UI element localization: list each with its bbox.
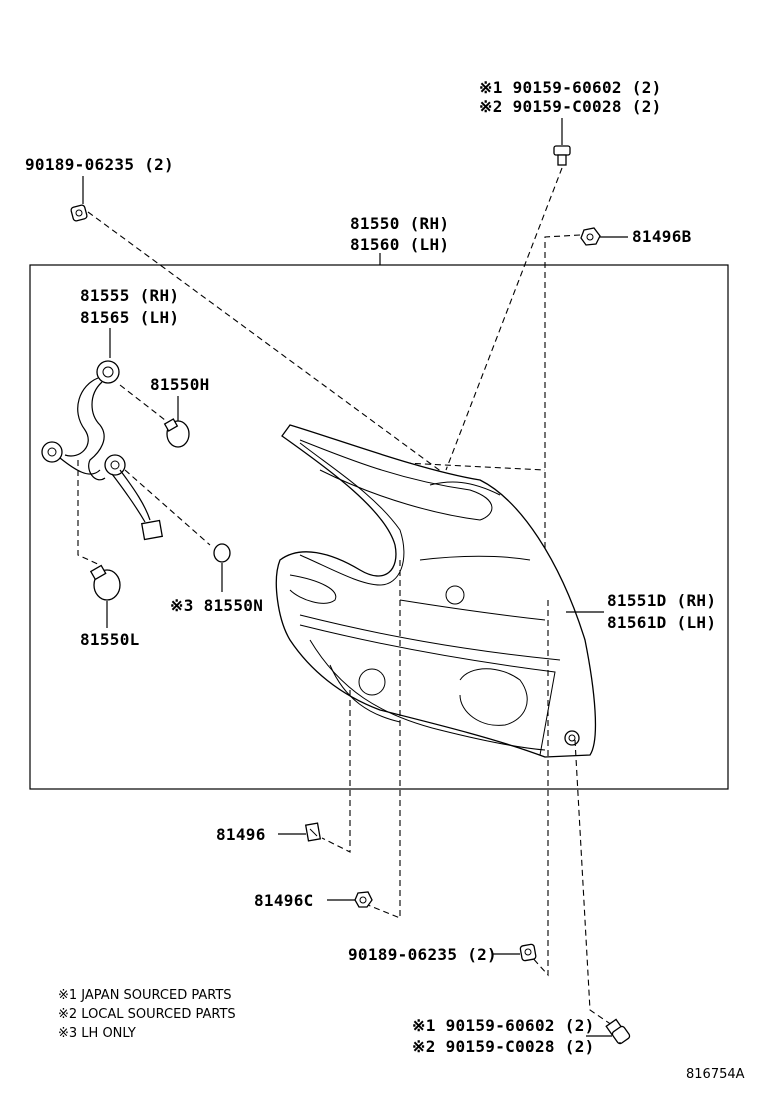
label-lens-rh: 81551D (RH): [607, 591, 716, 610]
label-nut-plain: 81496: [216, 825, 266, 844]
assembly-frame: [29, 264, 729, 790]
label-nut-c: 81496C: [254, 891, 314, 910]
lamp-housing-part: [275, 424, 597, 758]
diagram-id: 816754A: [686, 1067, 745, 1082]
leader-nut-c: [367, 560, 401, 919]
bulb-l-part: [89, 564, 121, 628]
socket-wiring-part: [41, 360, 164, 541]
leader-clip-top: [445, 167, 563, 471]
label-screw-bottom: 90189-06235 (2): [348, 945, 497, 964]
screw-top-part: [70, 176, 88, 222]
label-bulb-h: 81550H: [150, 375, 210, 394]
clip-bottom-part: [605, 1018, 631, 1045]
bulb-h-part: [163, 418, 190, 448]
screw-bottom-part: [519, 943, 537, 962]
leader-bulb-l: [77, 460, 101, 566]
label-socket-rh: 81555 (RH): [80, 286, 179, 305]
label-bulb-n: ※3 81550N: [170, 596, 263, 615]
label-clip-japan-bottom: ※1 90159-60602 (2): [412, 1016, 595, 1035]
leader-bulb-n: [124, 469, 211, 546]
leader-screw-top: [87, 211, 447, 476]
leader-screw-bottom: [529, 600, 549, 977]
label-socket-lh: 81565 (LH): [80, 308, 179, 327]
leader-clip-bottom: [574, 739, 613, 1026]
note-local-sourced: ※2 LOCAL SOURCED PARTS: [58, 1007, 236, 1022]
nut-b-part: [580, 227, 628, 246]
note-japan-sourced: ※1 JAPAN SOURCED PARTS: [58, 988, 232, 1003]
note-lh-only: ※3 LH ONLY: [58, 1026, 136, 1041]
label-bulb-l: 81550L: [80, 630, 140, 649]
label-lamp-lh: 81560 (LH): [350, 235, 449, 254]
label-clip-local-top: ※2 90159-C0028 (2): [479, 97, 662, 116]
label-lamp-rh: 81550 (RH): [350, 214, 449, 233]
label-clip-japan-top: ※1 90159-60602 (2): [479, 78, 662, 97]
nut-c-part: [354, 891, 373, 908]
bulb-n-part: [213, 543, 231, 592]
label-lens-lh: 81561D (LH): [607, 613, 716, 632]
leader-nut-plain: [321, 690, 351, 853]
clip-top-part: [553, 118, 571, 166]
label-clip-local-bottom: ※2 90159-C0028 (2): [412, 1037, 595, 1056]
label-nut-b: 81496B: [632, 227, 692, 246]
leader-nut-b: [544, 234, 581, 600]
label-screw-top: 90189-06235 (2): [25, 155, 174, 174]
nut-plain-part: [304, 822, 322, 842]
